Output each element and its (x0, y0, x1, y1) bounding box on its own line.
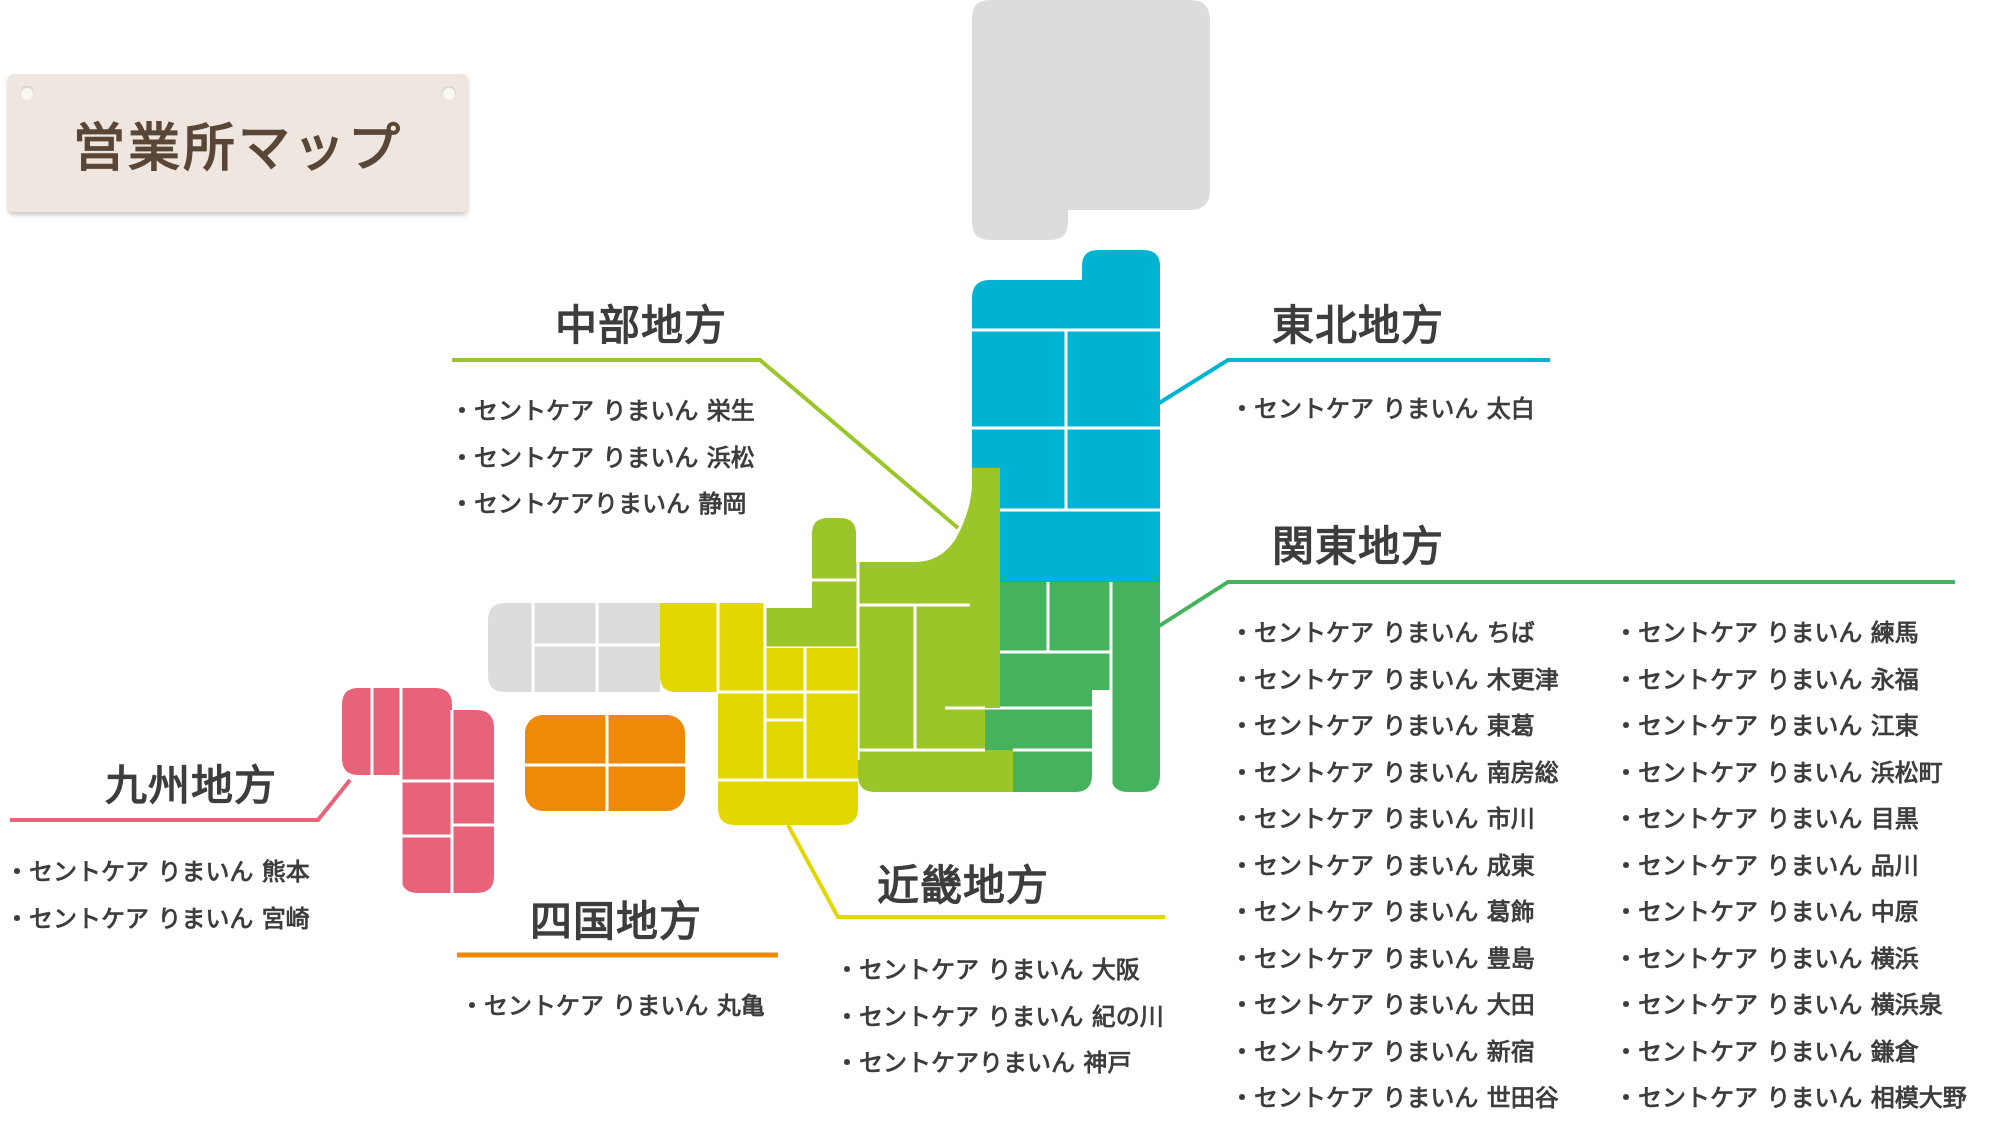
shikoku-block (525, 715, 685, 811)
kanto-leader-line (1154, 580, 1955, 630)
tohoku-title: 東北地方 (1272, 301, 1445, 350)
office-item[interactable]: セントケア りまいん 世田谷 (1230, 1075, 1559, 1122)
office-item[interactable]: セントケア りまいん 南房総 (1230, 750, 1559, 797)
office-item[interactable]: セントケア りまいん 横浜泉 (1614, 982, 1967, 1029)
kanto-office-list-col1: セントケア りまいん ちば セントケア りまいん 木更津 セントケア りまいん … (1230, 610, 1559, 1122)
chubu-title: 中部地方 (555, 301, 728, 350)
office-item[interactable]: セントケア りまいん 浜松町 (1614, 750, 1967, 797)
tohoku-block (972, 250, 1160, 582)
kinki-block (660, 603, 858, 825)
office-item[interactable]: セントケア りまいん 横浜 (1614, 936, 1967, 983)
kyushu-leader-line (10, 778, 352, 822)
shikoku-title: 四国地方 (530, 897, 703, 946)
office-item[interactable]: セントケア りまいん 東葛 (1230, 703, 1559, 750)
office-item[interactable]: セントケアりまいん 静岡 (450, 481, 755, 528)
office-item[interactable]: セントケア りまいん 相模大野 (1614, 1075, 1967, 1122)
kyushu-title: 九州地方 (105, 761, 278, 810)
kinki-office-list: セントケア りまいん 大阪 セントケア りまいん 紀の川 セントケアりまいん 神… (835, 947, 1164, 1087)
office-item[interactable]: セントケア りまいん 浜松 (450, 435, 755, 482)
office-item[interactable]: セントケア りまいん 品川 (1614, 843, 1967, 890)
office-item[interactable]: セントケア りまいん 市川 (1230, 796, 1559, 843)
office-item[interactable]: セントケア りまいん 鎌倉 (1614, 1029, 1967, 1076)
tohoku-office-list: セントケア りまいん 太白 (1230, 386, 1535, 433)
office-item[interactable]: セントケア りまいん 大阪 (835, 947, 1164, 994)
shikoku-office-list: セントケア りまいん 丸亀 (460, 983, 765, 1030)
page-title: 営業所マップ (72, 118, 403, 179)
office-item[interactable]: セントケア りまいん 成東 (1230, 843, 1559, 890)
kanto-title: 関東地方 (1272, 522, 1445, 571)
office-item[interactable]: セントケア りまいん 丸亀 (460, 983, 765, 1030)
office-item[interactable]: セントケア りまいん 練馬 (1614, 610, 1967, 657)
office-item[interactable]: セントケア りまいん 木更津 (1230, 657, 1559, 704)
kanto-block (985, 582, 1160, 792)
office-item[interactable]: セントケア りまいん 熊本 (5, 849, 310, 896)
chubu-leader-line (452, 358, 960, 530)
office-item[interactable]: セントケア りまいん 葛飾 (1230, 889, 1559, 936)
office-item[interactable]: セントケア りまいん 紀の川 (835, 994, 1164, 1041)
kanto-office-list-col2: セントケア りまいん 練馬 セントケア りまいん 永福 セントケア りまいん 江… (1614, 610, 1967, 1122)
office-item[interactable]: セントケア りまいん ちば (1230, 610, 1559, 657)
office-item[interactable]: セントケア りまいん 新宿 (1230, 1029, 1559, 1076)
kinki-leader-line (786, 824, 1165, 919)
office-item[interactable]: セントケア りまいん 大田 (1230, 982, 1559, 1029)
office-item[interactable]: セントケア りまいん 永福 (1614, 657, 1967, 704)
chugoku-block (488, 603, 660, 692)
office-item[interactable]: セントケア りまいん 太白 (1230, 386, 1535, 433)
kyushu-office-list: セントケア りまいん 熊本 セントケア りまいん 宮崎 (5, 849, 310, 942)
office-item[interactable]: セントケア りまいん 中原 (1614, 889, 1967, 936)
tohoku-leader-line (1154, 358, 1550, 407)
page-title-card: 営業所マップ (8, 74, 468, 212)
office-item[interactable]: セントケア りまいん 栄生 (450, 388, 755, 435)
kyushu-block (342, 688, 494, 893)
pin-icon (442, 86, 456, 100)
office-item[interactable]: セントケア りまいん 豊島 (1230, 936, 1559, 983)
pin-icon (20, 86, 34, 100)
kinki-title: 近畿地方 (877, 861, 1050, 910)
office-item[interactable]: セントケア りまいん 宮崎 (5, 896, 310, 943)
office-item[interactable]: セントケア りまいん 江東 (1614, 703, 1967, 750)
office-item[interactable]: セントケアりまいん 神戸 (835, 1040, 1164, 1087)
hokkaido-block (972, 0, 1210, 240)
office-item[interactable]: セントケア りまいん 目黒 (1614, 796, 1967, 843)
chubu-office-list: セントケア りまいん 栄生 セントケア りまいん 浜松 セントケアりまいん 静岡 (450, 388, 755, 528)
